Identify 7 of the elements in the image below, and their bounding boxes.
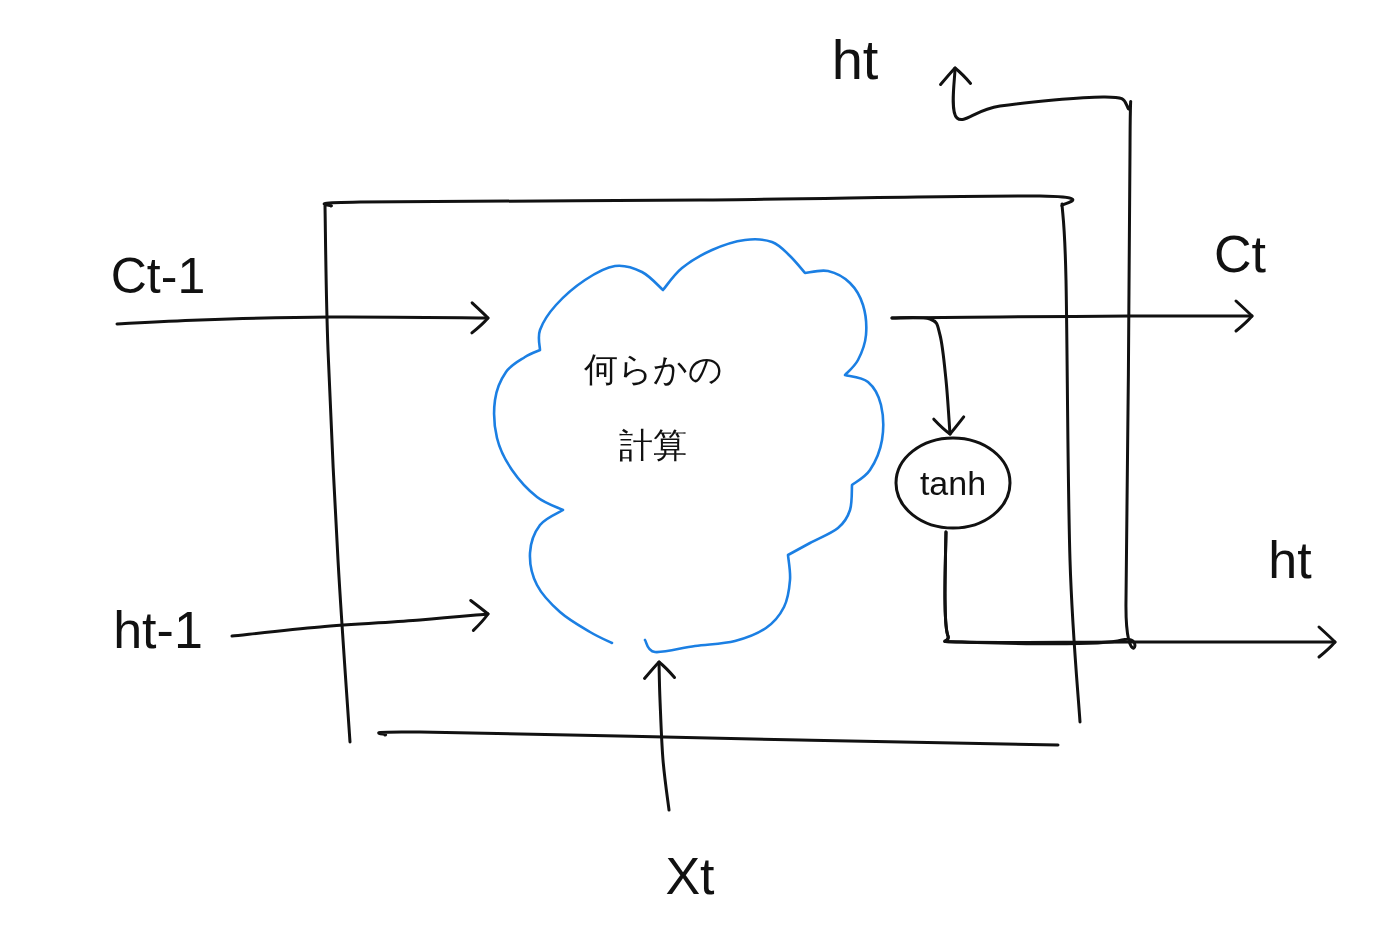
variable-label: Ct: [1214, 228, 1266, 280]
variable-label: ht: [831, 32, 879, 88]
variable-label: ht: [1268, 534, 1312, 586]
circle-node: tanh: [894, 436, 1012, 530]
variable-label: ht-1: [113, 604, 203, 656]
variable-label: Xt: [665, 850, 715, 902]
variable-label: Ct-1: [110, 251, 206, 301]
